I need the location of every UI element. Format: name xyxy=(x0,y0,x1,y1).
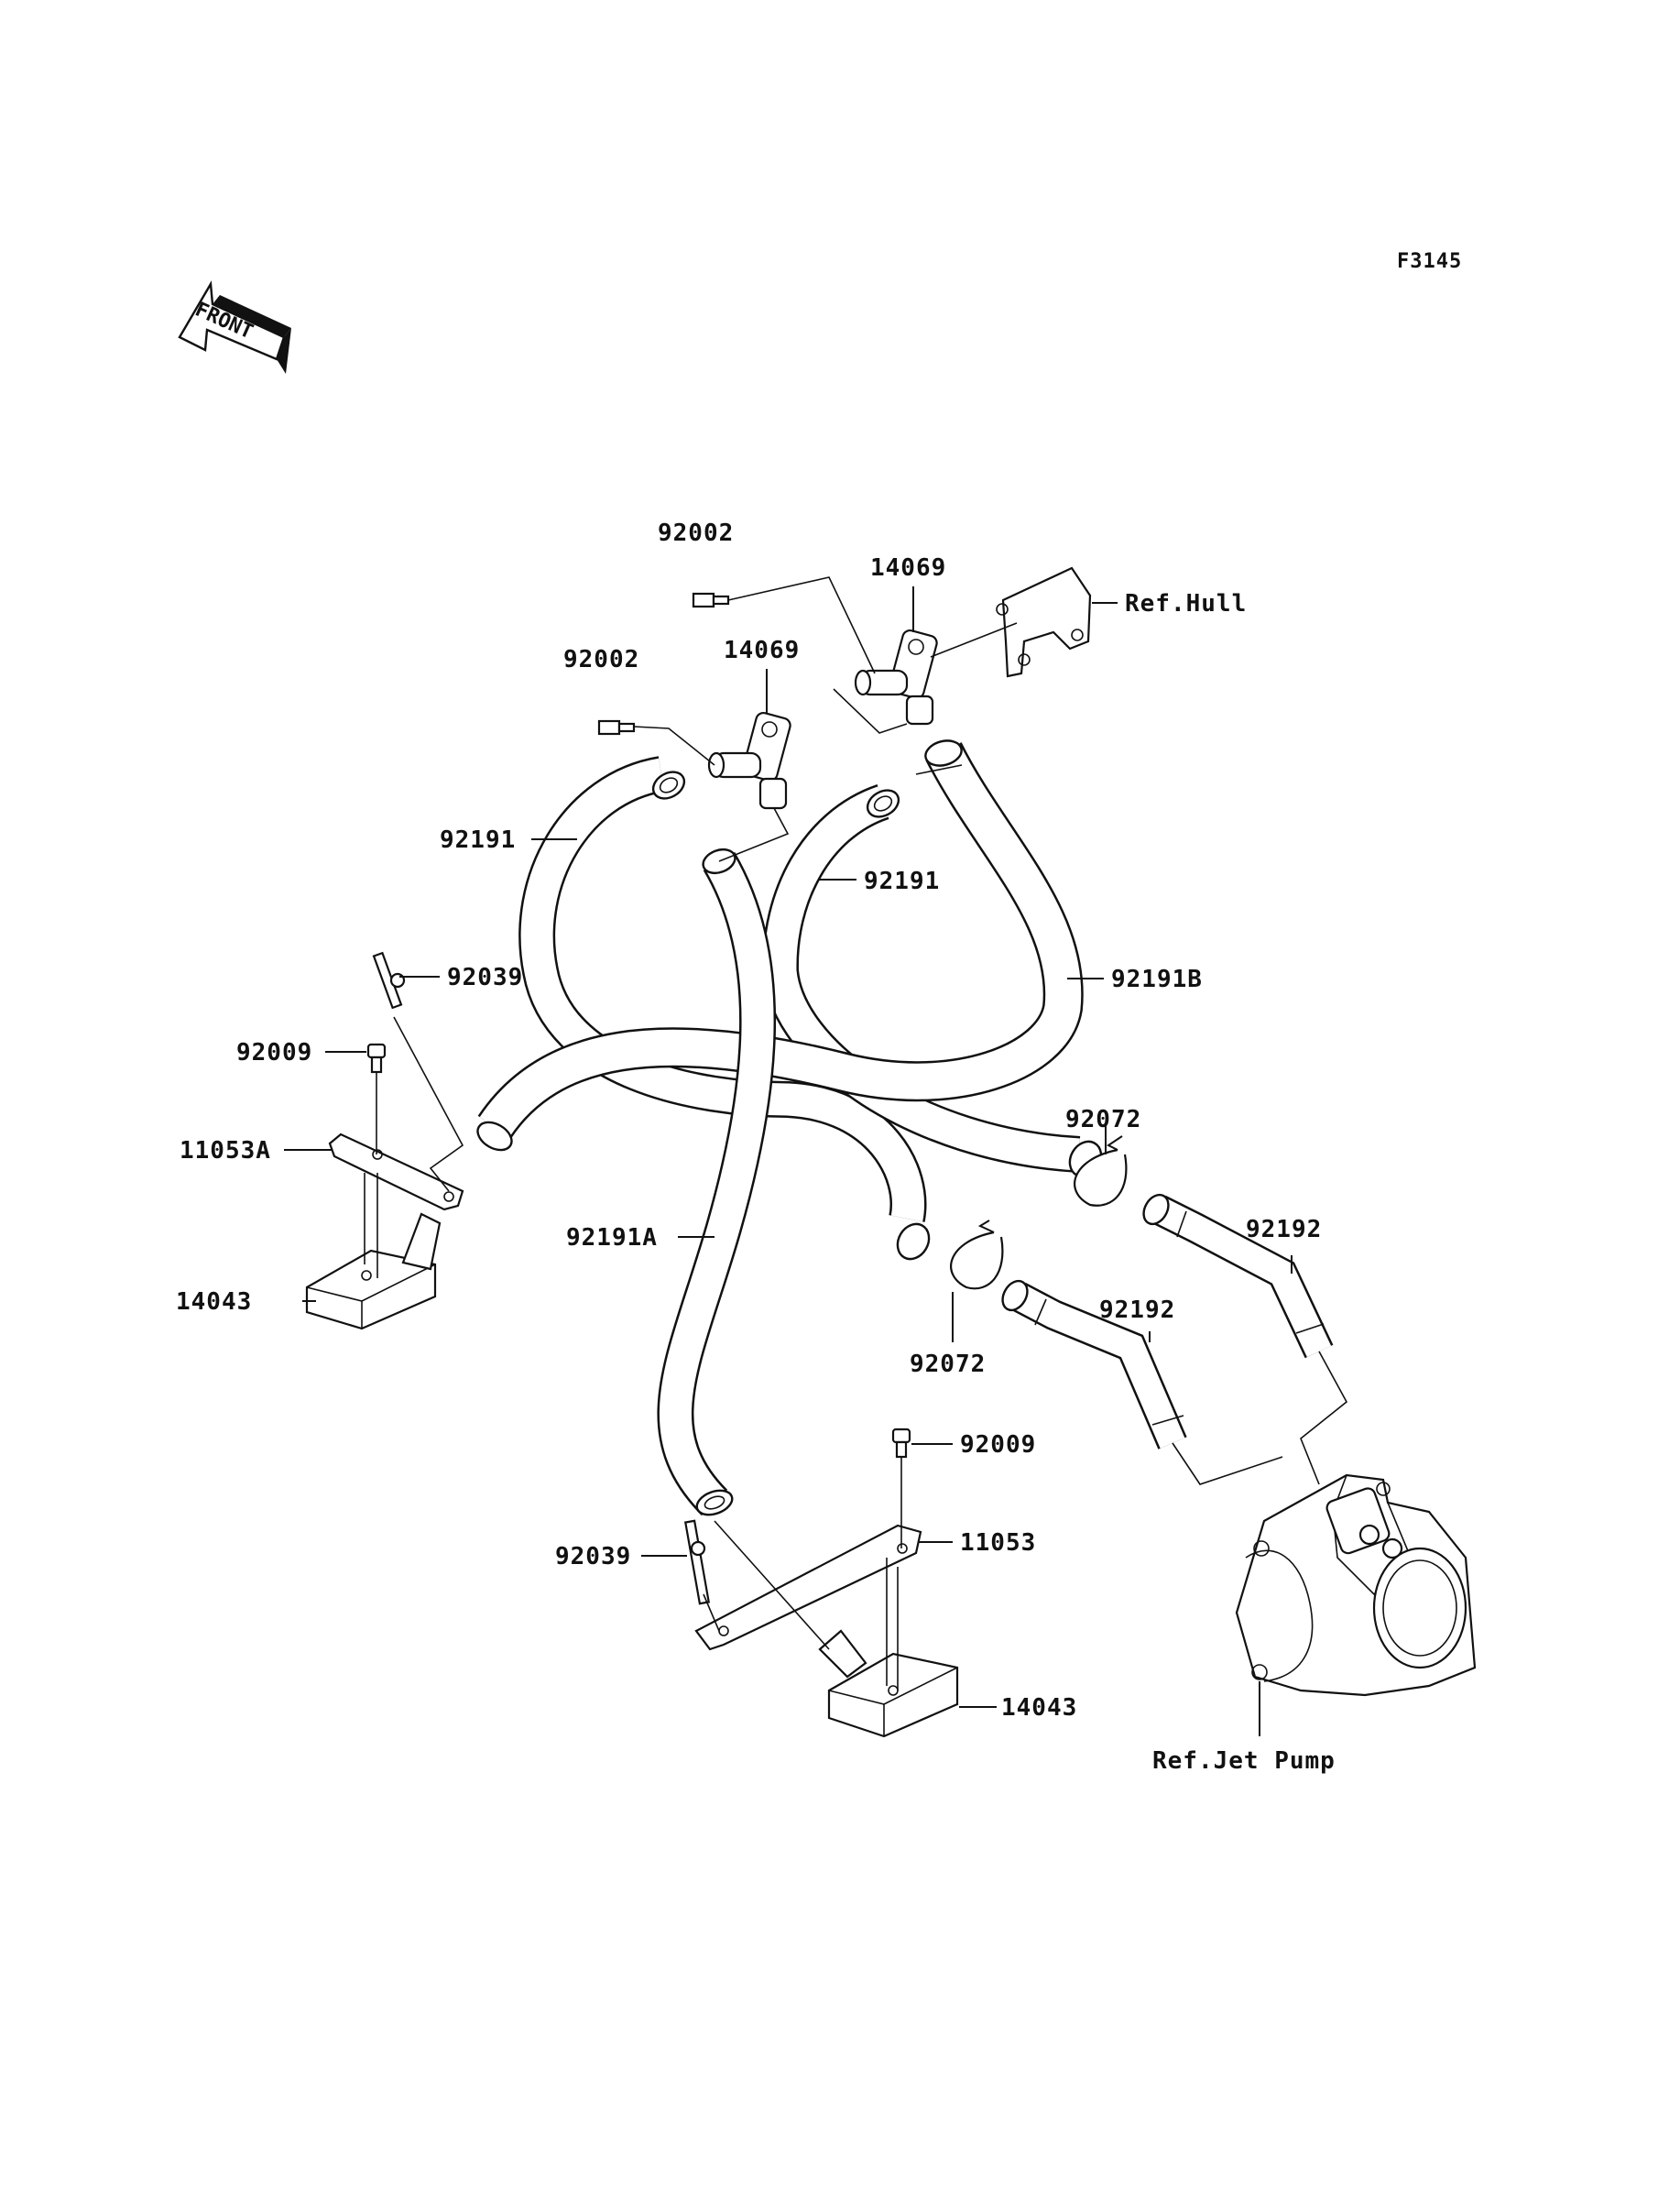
pipe-92192-lower xyxy=(1001,1279,1187,1450)
label-fitting-14069-upper: 14069 xyxy=(870,554,946,582)
figure-code: F3145 xyxy=(1397,250,1462,273)
label-stud-92039-right: 92039 xyxy=(555,1543,631,1570)
strainer-14043-left xyxy=(305,1212,442,1330)
label-bracket-11053a: 11053A xyxy=(180,1137,271,1165)
clamp-92072-lower xyxy=(950,1220,1004,1290)
label-hose-92191a: 92191A xyxy=(566,1224,658,1252)
jet-pump xyxy=(1235,1473,1477,1697)
bolt-92009-left xyxy=(366,1043,387,1074)
pipe-92192-upper xyxy=(1142,1193,1334,1359)
label-fitting-14069-left: 14069 xyxy=(724,637,800,664)
label-clamp-92072-lower: 92072 xyxy=(910,1351,986,1378)
label-pipe-92192-lower: 92192 xyxy=(1099,1296,1175,1324)
label-clamp-92072-upper: 92072 xyxy=(1065,1106,1141,1133)
fitting-14069-left xyxy=(707,711,791,810)
hull-bracket xyxy=(996,566,1092,678)
fitting-14069-upper xyxy=(854,629,938,726)
bolt-92009-right xyxy=(891,1428,911,1459)
bracket-11053a xyxy=(328,1132,464,1211)
bracket-11053 xyxy=(694,1524,922,1651)
stud-92039-right xyxy=(683,1519,711,1605)
clamp-92072-upper xyxy=(1074,1135,1128,1207)
hose-92191-middle xyxy=(761,784,1081,1173)
bolt-92002-upper xyxy=(692,592,730,608)
label-bolt-92009-left: 92009 xyxy=(236,1039,312,1067)
label-stud-92039-left: 92039 xyxy=(447,964,523,991)
label-ref-hull: Ref.Hull xyxy=(1125,590,1247,618)
label-strainer-14043-right: 14043 xyxy=(1001,1694,1077,1722)
stud-92039-left xyxy=(372,951,406,1010)
hose-92191b xyxy=(476,739,1084,1152)
label-strainer-14043-left: 14043 xyxy=(176,1288,252,1316)
label-ref-jet-pump: Ref.Jet Pump xyxy=(1152,1747,1336,1775)
leader-lines xyxy=(284,576,1348,1736)
label-bolt-92002-left: 92002 xyxy=(563,646,639,673)
label-hose-92191b: 92191B xyxy=(1111,966,1203,993)
strainer-14043-right xyxy=(818,1629,959,1738)
label-bolt-92009-right: 92009 xyxy=(960,1431,1036,1459)
label-bolt-92002-upper: 92002 xyxy=(658,520,734,547)
bolt-92002-left xyxy=(597,719,636,736)
hose-92191a xyxy=(657,848,777,1516)
label-pipe-92192-upper: 92192 xyxy=(1246,1216,1322,1243)
hose-end-lower xyxy=(896,1222,931,1261)
label-bracket-11053: 11053 xyxy=(960,1529,1036,1557)
label-hose-92191-middle: 92191 xyxy=(864,868,940,895)
front-arrow-icon: FRONT xyxy=(178,280,291,374)
label-hose-92191-left: 92191 xyxy=(440,826,516,854)
